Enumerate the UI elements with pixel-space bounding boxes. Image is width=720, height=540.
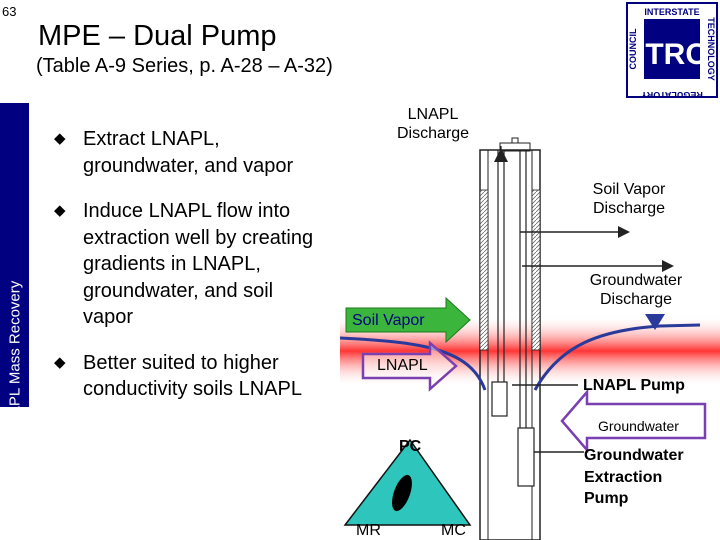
logo-right-text: TECHNOLOGY <box>706 17 716 81</box>
bullet-item: ◆ Better suited to higher conductivity so… <box>54 350 324 403</box>
logo-main-text: ITRC <box>637 38 707 71</box>
lnapl-arrow-shape <box>361 340 458 392</box>
soil-vapor-arrow-shape <box>345 296 471 344</box>
logo-top-text: INTERSTATE <box>644 7 699 17</box>
lnapl-arrow-label: LNAPL <box>377 357 428 374</box>
bullet-marker-icon: ◆ <box>54 130 66 147</box>
triangle-pc-label: PC <box>399 438 422 455</box>
slide-number: 63 <box>2 4 17 19</box>
lnapl-pump-body <box>491 381 508 417</box>
bullet-text: Induce LNAPL flow into extraction well b… <box>83 200 314 328</box>
lnapl-pump-label: LNAPL Pump <box>583 377 685 394</box>
bullet-marker-icon: ◆ <box>54 353 66 371</box>
well-screen <box>479 189 489 351</box>
sidebar-band: LNAPL Mass Recovery <box>0 103 29 435</box>
groundwater-discharge-label: Groundwater Discharge <box>589 272 683 308</box>
lnapl-discharge-arrowhead <box>494 148 508 162</box>
soil-vapor-discharge-label: Soil Vapor Discharge <box>592 181 666 217</box>
logo-bottom-text: REGULATORY <box>641 90 703 98</box>
groundwater-extraction-pump-label: Groundwater Extraction Pump <box>584 447 684 507</box>
bullet-text: Extract LNAPL, groundwater, and vapor <box>83 128 294 177</box>
slide-title: MPE – Dual Pump <box>38 20 277 52</box>
bullet-item: ◆ Induce LNAPL flow into extraction well … <box>54 198 324 331</box>
bullet-list: ◆ Extract LNAPL, groundwater, and vapor ◆… <box>54 126 324 422</box>
itrc-logo: ITRC INTERSTATE REGULATORY COUNCIL TECHN… <box>626 2 718 98</box>
slide-subtitle: (Table A-9 Series, p. A-28 – A-32) <box>36 55 333 77</box>
triangle-ellipse-icon <box>392 474 412 512</box>
water-table-marker-icon <box>645 314 665 330</box>
soil-vapor-arrow-label: Soil Vapor <box>352 312 425 329</box>
triangle-mr-label: MR <box>356 522 381 539</box>
groundwater-arrow-shape <box>560 388 707 454</box>
lnapl-discharge-label: LNAPL Discharge <box>396 106 470 142</box>
bullet-item: ◆ Extract LNAPL, groundwater, and vapor <box>54 126 324 179</box>
groundwater-pump-body <box>517 427 535 487</box>
logo-left-text: COUNCIL <box>628 28 638 69</box>
triangle-mc-label: MC <box>441 522 466 539</box>
bullet-marker-icon: ◆ <box>54 202 66 219</box>
groundwater-arrow-label: Groundwater <box>598 418 679 434</box>
bullet-text: Better suited to higher conductivity soi… <box>83 351 302 401</box>
